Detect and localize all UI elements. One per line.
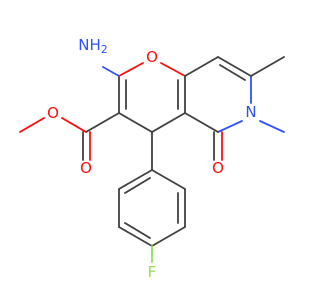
- atom-amino-h-symbol: H: [89, 36, 100, 54]
- atom-keto-oxygen: O: [212, 159, 224, 177]
- atom-amino-h-count: 2: [101, 43, 108, 56]
- bond-ph1-ph2: [118, 169, 153, 190]
- bond-c4-c4a: [151, 112, 186, 133]
- bond-c7-methyl: [250, 56, 285, 77]
- bond-ph4-ph5: [151, 226, 186, 247]
- bond-o-ether-methyl: [19, 117, 45, 133]
- atom-ester-ether-oxygen: O: [47, 104, 59, 122]
- bond-ph3-ph4: [118, 226, 153, 247]
- atom-amino-n-symbol: N: [78, 36, 89, 54]
- bond-n6-methyl: [259, 120, 285, 133]
- bond-ph1-ph2-double: [124, 177, 151, 194]
- bond-c8-c7-double: [219, 64, 246, 81]
- bond-c3-c-ester: [85, 112, 120, 133]
- atom-ring-oxygen: O: [146, 48, 158, 66]
- atom-ring-nitrogen: N: [245, 103, 256, 121]
- bond-ph3-ph4-double: [124, 222, 151, 239]
- molecule-structure: NH2 O O O N O F: [19, 36, 285, 281]
- atom-fluorine: F: [148, 263, 157, 281]
- bond-c8a-c8: [184, 56, 219, 77]
- atom-ester-carbonyl-oxygen: O: [80, 159, 92, 177]
- bond-c8-c7: [217, 56, 252, 77]
- atom-amino-nitrogen: NH2: [78, 36, 108, 56]
- bond-ph6-ph1: [151, 169, 186, 190]
- bond-c3-c4: [118, 112, 153, 133]
- bond-c2-n-amino: [102, 66, 120, 77]
- bond-c-ester-o-ether: [61, 117, 87, 133]
- bond-c8a-o1: [160, 62, 186, 77]
- bond-o1-c2: [118, 62, 144, 77]
- bond-n6-c5: [217, 120, 243, 133]
- bond-c5-c4a: [184, 112, 219, 133]
